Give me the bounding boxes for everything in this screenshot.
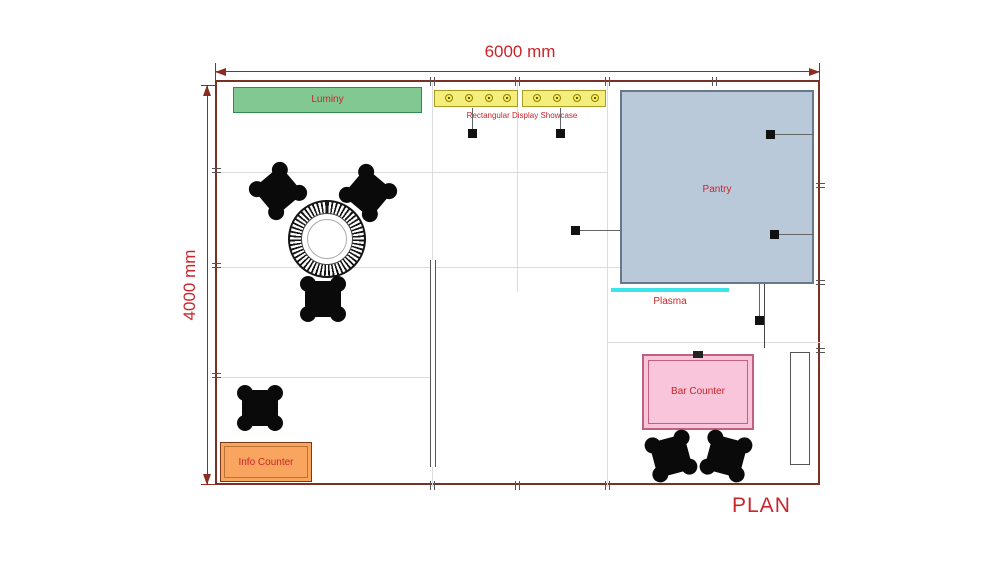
height-dimension-label: 4000 mm <box>180 249 199 321</box>
chair <box>698 428 754 484</box>
grid-line <box>607 82 608 487</box>
info-counter-inner-edge <box>224 446 308 478</box>
spotlight-mount <box>560 108 561 129</box>
wall-cabinet <box>790 352 810 465</box>
showcase-lamp-icon <box>485 94 493 102</box>
wall-joint-tick <box>712 77 717 86</box>
spotlight-icon <box>770 230 779 239</box>
wall-segment <box>764 284 765 348</box>
spotlight-icon <box>755 316 764 325</box>
wall-joint-tick <box>515 481 520 490</box>
spotlight-mount <box>472 108 473 129</box>
spotlight-mount <box>580 230 620 231</box>
wall-joint-tick <box>816 280 825 285</box>
extension-line <box>215 63 216 80</box>
grid-line <box>517 82 518 292</box>
luminy-counter: Luminy <box>233 87 422 113</box>
info-counter-label: Info Counter <box>238 457 294 468</box>
wall-joint-tick <box>212 168 221 173</box>
dimension-arrow-right-icon <box>809 68 820 76</box>
showcase-lamp-icon <box>465 94 473 102</box>
spotlight-mount <box>775 134 814 135</box>
display-showcase-right <box>522 90 606 107</box>
grid-line <box>607 342 822 343</box>
height-dimension-line <box>207 85 208 485</box>
showcase-label: Rectangular Display Showcase <box>466 111 578 120</box>
spotlight-icon <box>766 130 775 139</box>
width-dimension-line <box>215 71 820 72</box>
wall-joint-tick <box>430 77 435 86</box>
showcase-lamp-icon <box>445 94 453 102</box>
wall-joint-tick <box>515 77 520 86</box>
info-counter: Info Counter <box>220 442 312 482</box>
pantry-label: Pantry <box>702 184 732 195</box>
showcase-lamp-icon <box>591 94 599 102</box>
bar-tap-icon <box>693 351 703 358</box>
plan-boundary: Pantry Plasma Luminy Rectangular Display… <box>212 77 825 490</box>
showcase-lamp-icon <box>533 94 541 102</box>
round-table <box>288 200 366 278</box>
wall-joint-tick <box>212 373 221 378</box>
width-dimension-label: 6000 mm <box>484 42 556 61</box>
grid-line <box>217 377 432 378</box>
pantry-room: Pantry <box>620 90 814 284</box>
partition-wall <box>430 260 436 467</box>
bar-counter-inner-edge <box>648 360 748 424</box>
plasma-screen <box>611 288 729 292</box>
extension-line <box>201 85 215 86</box>
showcase-lamp-icon <box>573 94 581 102</box>
showcase-lamp-icon <box>503 94 511 102</box>
chair <box>643 428 699 484</box>
dimension-arrow-down-icon <box>203 474 211 485</box>
wall-joint-tick <box>605 481 610 490</box>
extension-line <box>201 484 215 485</box>
plan-title: PLAN <box>732 494 791 517</box>
bar-counter: Bar Counter <box>642 351 754 430</box>
showcase-lamp-icon <box>553 94 561 102</box>
spotlight-icon <box>571 226 580 235</box>
grid-line <box>217 172 607 173</box>
wall-joint-tick <box>212 263 221 268</box>
luminy-label: Luminy <box>311 94 344 105</box>
wall-joint-tick <box>816 348 825 353</box>
spotlight-icon <box>468 129 477 138</box>
spotlight-mount <box>759 284 760 316</box>
spotlight-mount <box>779 234 814 235</box>
chair <box>300 276 346 322</box>
dimension-arrow-up-icon <box>203 85 211 96</box>
dimension-arrow-left-icon <box>215 68 226 76</box>
extension-line <box>819 63 820 80</box>
plasma-label: Plasma <box>653 296 687 307</box>
bar-counter-label: Bar Counter <box>671 386 725 397</box>
wall-joint-tick <box>816 183 825 188</box>
display-showcase-left <box>434 90 518 107</box>
chair <box>237 385 283 431</box>
wall-joint-tick <box>430 481 435 490</box>
spotlight-icon <box>556 129 565 138</box>
grid-line <box>217 267 620 268</box>
wall-joint-tick <box>605 77 610 86</box>
